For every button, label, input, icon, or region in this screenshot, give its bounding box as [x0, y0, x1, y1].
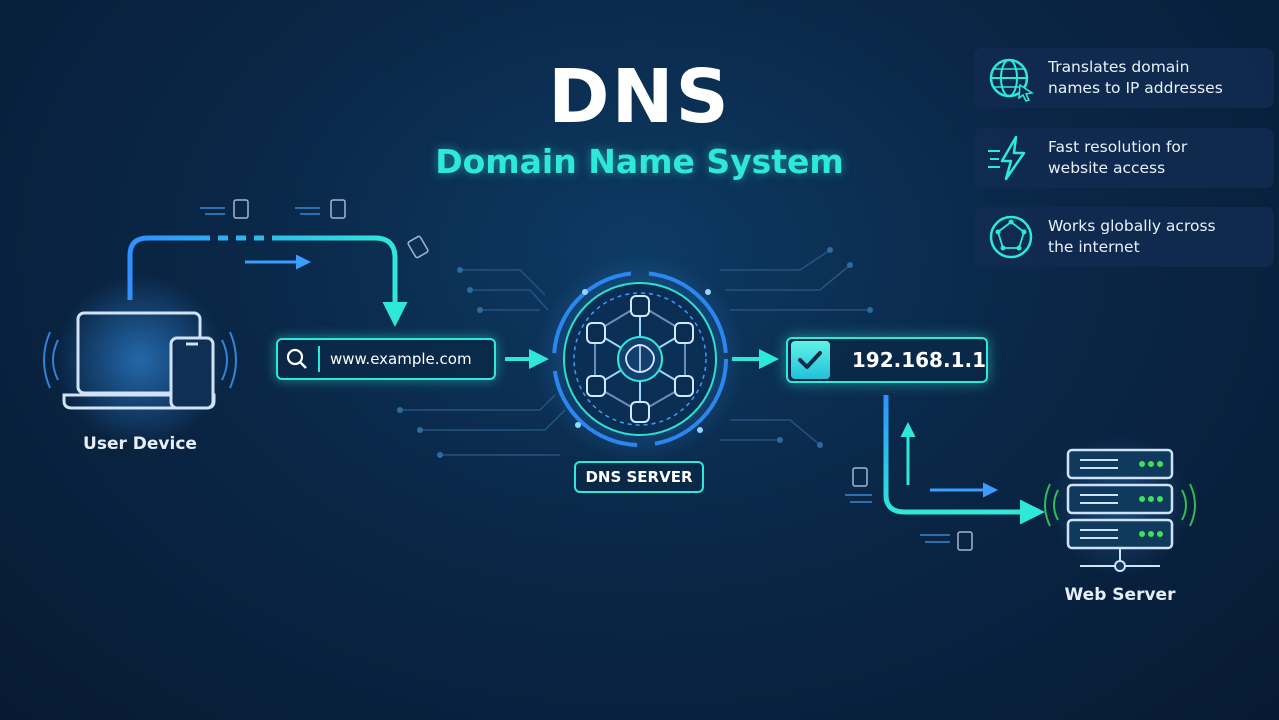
- request-path: [127, 235, 408, 327]
- page-title: DNS: [548, 54, 731, 140]
- resolved-ip-box: 192.168.1.1: [786, 337, 988, 383]
- web-server-icon: [1066, 448, 1174, 550]
- document-icons: [233, 199, 973, 551]
- dns-server-label: DNS SERVER: [574, 461, 704, 493]
- laptop-phone-icon: [62, 311, 216, 410]
- globe-network-icon: [989, 215, 1033, 259]
- brain-icon: [617, 336, 663, 382]
- circuit-traces: [400, 249, 870, 456]
- connect-path: [883, 395, 1045, 525]
- search-icon: [286, 348, 307, 369]
- lightning-speed-icon: [988, 135, 1026, 181]
- resolved-ip-text: 192.168.1.1: [851, 348, 986, 372]
- server-status-leds: [1139, 461, 1163, 537]
- dns-server-ring-outer: [552, 271, 728, 447]
- user-device-label: User Device: [83, 434, 197, 454]
- database-icons: [586, 295, 694, 423]
- circuit-nodes: [397, 247, 873, 458]
- domain-query-text: www.example.com: [330, 350, 472, 368]
- speed-lines: [200, 207, 320, 215]
- domain-query-box: www.example.com: [276, 338, 496, 380]
- divider: [318, 346, 320, 372]
- check-icon: [791, 341, 830, 379]
- web-server-label: Web Server: [1064, 585, 1176, 605]
- globe-cursor-icon: [989, 58, 1034, 102]
- page-subtitle: Domain Name System: [435, 142, 844, 181]
